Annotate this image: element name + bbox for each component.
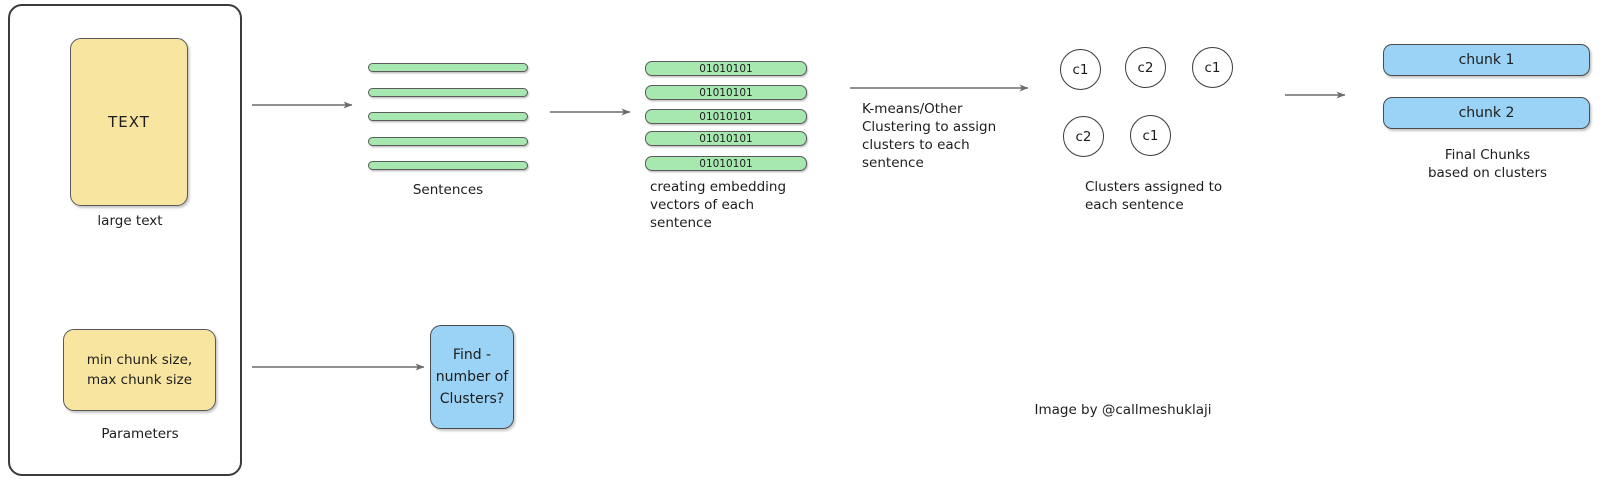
cluster-label: c1 bbox=[1072, 61, 1089, 78]
sentences-caption: Sentences bbox=[412, 182, 484, 198]
clustering-step-label: K-means/Other Clustering to assign clust… bbox=[862, 101, 997, 171]
chunk-box[interactable]: chunk 1 bbox=[1383, 44, 1590, 76]
cluster-label: c1 bbox=[1142, 127, 1159, 144]
sentence-bar bbox=[368, 112, 528, 121]
cluster-circle: c2 bbox=[1125, 47, 1166, 88]
sentence-bar bbox=[368, 88, 528, 97]
large-text-box-label: TEXT bbox=[108, 113, 150, 131]
embedding-vector-bar: 01010101 bbox=[645, 85, 807, 100]
cluster-circle: c1 bbox=[1192, 47, 1233, 88]
large-text-box[interactable]: TEXT bbox=[70, 38, 188, 206]
large-text-caption: large text bbox=[97, 213, 163, 229]
embedding-vector-bar: 01010101 bbox=[645, 156, 807, 171]
cluster-circle: c1 bbox=[1060, 49, 1101, 90]
sentence-bar bbox=[368, 161, 528, 170]
clusters-caption: Clusters assigned to each sentence bbox=[1085, 179, 1223, 213]
embedding-vector-value: 01010101 bbox=[699, 86, 753, 99]
find-number-of-clusters-label: Find - number of Clusters? bbox=[435, 347, 509, 407]
embedding-vector-bar: 01010101 bbox=[645, 131, 807, 146]
cluster-label: c2 bbox=[1137, 59, 1154, 76]
cluster-label: c2 bbox=[1075, 128, 1092, 145]
chunk-label: chunk 2 bbox=[1458, 105, 1515, 121]
embedding-vector-value: 01010101 bbox=[699, 132, 753, 145]
cluster-circle: c1 bbox=[1130, 115, 1171, 156]
embedding-vector-bar: 01010101 bbox=[645, 61, 807, 76]
sentence-bar bbox=[368, 63, 528, 72]
parameters-box-label: min chunk size, max chunk size bbox=[86, 352, 193, 388]
cluster-label: c1 bbox=[1204, 59, 1221, 76]
sentence-bar bbox=[368, 137, 528, 146]
image-credit: Image by @callmeshuklaji bbox=[1034, 402, 1212, 418]
chunk-box[interactable]: chunk 2 bbox=[1383, 97, 1590, 129]
parameters-box[interactable]: min chunk size, max chunk size bbox=[63, 329, 216, 411]
embedding-vector-value: 01010101 bbox=[699, 62, 753, 75]
find-number-of-clusters-box[interactable]: Find - number of Clusters? bbox=[430, 325, 514, 429]
parameters-caption: Parameters bbox=[101, 426, 179, 442]
cluster-circle: c2 bbox=[1063, 116, 1104, 157]
embedding-vector-value: 01010101 bbox=[699, 110, 753, 123]
chunk-label: chunk 1 bbox=[1458, 52, 1515, 68]
embedding-vector-value: 01010101 bbox=[699, 157, 753, 170]
embedding-vector-bar: 01010101 bbox=[645, 109, 807, 124]
final-chunks-caption: Final Chunks based on clusters bbox=[1427, 147, 1548, 181]
embeddings-caption: creating embedding vectors of each sente… bbox=[650, 179, 787, 231]
